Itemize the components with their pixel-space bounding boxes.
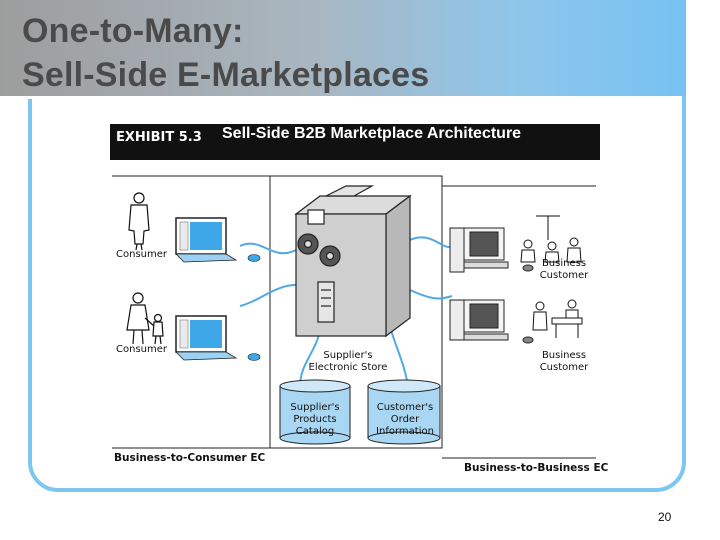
exhibit-header: EXHIBIT 5.3 Sell-Side B2B Marketplace Ar… — [110, 124, 600, 160]
slide-title-line-1: One-to-Many: — [22, 12, 244, 50]
order-information-label: Customer's Order Information — [376, 402, 434, 437]
title-underline — [0, 96, 636, 99]
connector-business-1 — [409, 236, 453, 249]
catalog-label: Supplier's Products Catalog — [290, 402, 340, 437]
exhibit-number: EXHIBIT 5.3 — [116, 130, 202, 145]
consumer-2-label: Consumer — [116, 344, 167, 355]
business-customer-1-label: Business Customer — [539, 258, 589, 281]
consumer-1-person-icon — [128, 192, 150, 251]
b2c-caption: Business-to-Consumer EC — [114, 452, 266, 464]
catalog-database-icon — [279, 379, 351, 445]
business-2-people-icon — [532, 299, 583, 338]
electronic-store-label: Supplier's Electronic Store — [308, 350, 388, 373]
consumer-1-label: Consumer — [116, 249, 167, 260]
title-band — [0, 0, 686, 96]
server-icon — [294, 185, 412, 338]
connector-consumer-1 — [239, 242, 297, 255]
b2b-caption: Business-to-Business EC — [464, 462, 609, 474]
order-database-icon — [367, 379, 441, 445]
store-enclosure — [269, 175, 443, 449]
business-2-computer-icon — [449, 299, 534, 344]
exhibit-title: Sell-Side B2B Marketplace Architecture — [222, 125, 522, 142]
slide-title-line-2: Sell-Side E-Marketplaces — [22, 56, 430, 94]
page-number: 20 — [658, 510, 672, 524]
connector-business-2 — [409, 289, 453, 300]
business-1-computer-icon — [449, 227, 534, 273]
consumer-1-computer-icon — [175, 217, 261, 263]
consumer-2-computer-icon — [175, 315, 261, 361]
consumer-2-family-icon — [126, 292, 164, 345]
business-1-people-icon — [520, 215, 582, 263]
business-customer-2-label: Business Customer — [539, 350, 589, 373]
